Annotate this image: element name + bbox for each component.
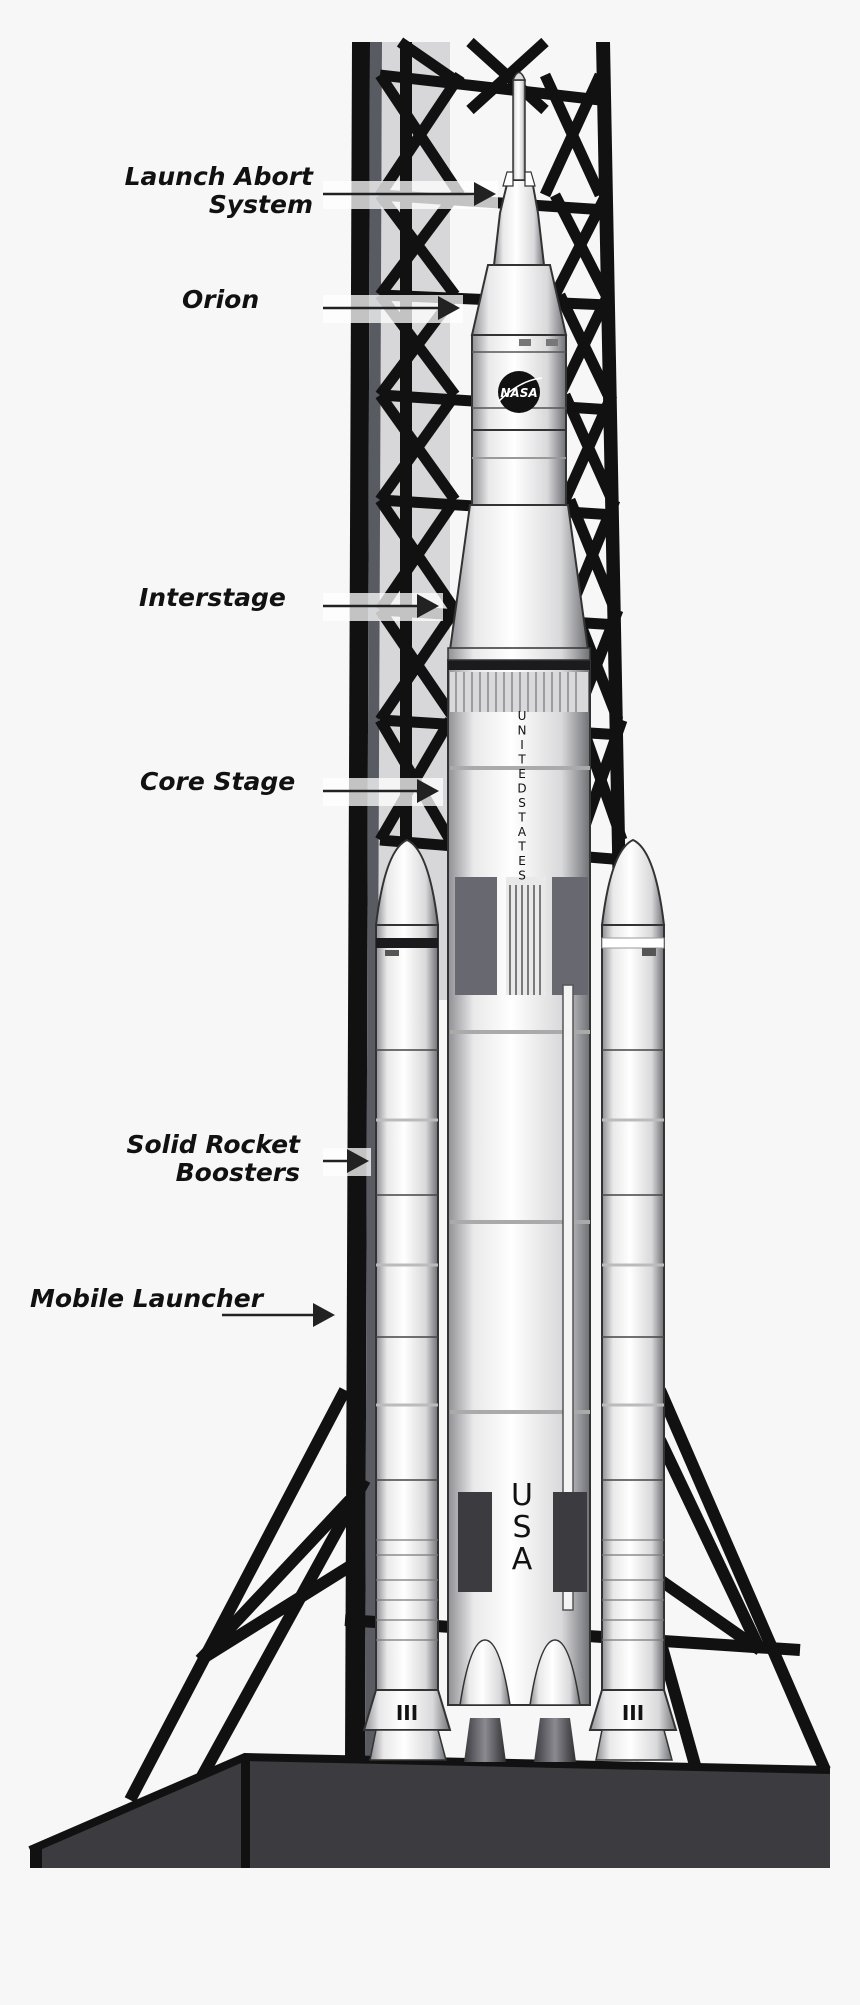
arrow-right-icon xyxy=(323,181,498,209)
label-mobile-launcher: Mobile Launcher xyxy=(30,1284,264,1313)
label-solid-rocket-boosters-line-1: Solid Rocket xyxy=(126,1130,300,1159)
label-solid-rocket-boosters: Solid Rocket Boosters xyxy=(126,1131,300,1187)
arrow-right-icon xyxy=(323,593,443,621)
solid-rocket-booster-left xyxy=(362,838,452,1761)
label-orion: Orion xyxy=(182,285,260,314)
booster-mark-right: III xyxy=(622,1701,644,1725)
label-launch-abort-system-line-1: Launch Abort xyxy=(124,162,313,191)
launcher-base xyxy=(28,1752,831,1868)
label-solid-rocket-boosters-line-2: Boosters xyxy=(175,1158,300,1187)
agency-logo-text: NASA xyxy=(500,386,537,400)
booster-mark-left: III xyxy=(396,1701,418,1725)
label-core-stage: Core Stage xyxy=(140,767,296,796)
label-interstage: Interstage xyxy=(139,583,286,612)
orion-capsule xyxy=(470,264,568,431)
arrow-right-icon xyxy=(323,1148,371,1176)
label-launch-abort-system-line-2: System xyxy=(208,190,313,219)
interstage xyxy=(447,429,591,661)
arrow-right-icon xyxy=(222,1303,335,1327)
solid-rocket-booster-right xyxy=(588,838,678,1761)
label-launch-abort-system: Launch Abort System xyxy=(125,163,313,219)
core-stage xyxy=(447,659,591,1762)
arrow-right-icon xyxy=(323,778,443,806)
nasa-meatball-icon: NASA xyxy=(497,371,543,413)
launch-abort-system xyxy=(492,71,546,266)
arrow-right-icon xyxy=(323,295,463,323)
